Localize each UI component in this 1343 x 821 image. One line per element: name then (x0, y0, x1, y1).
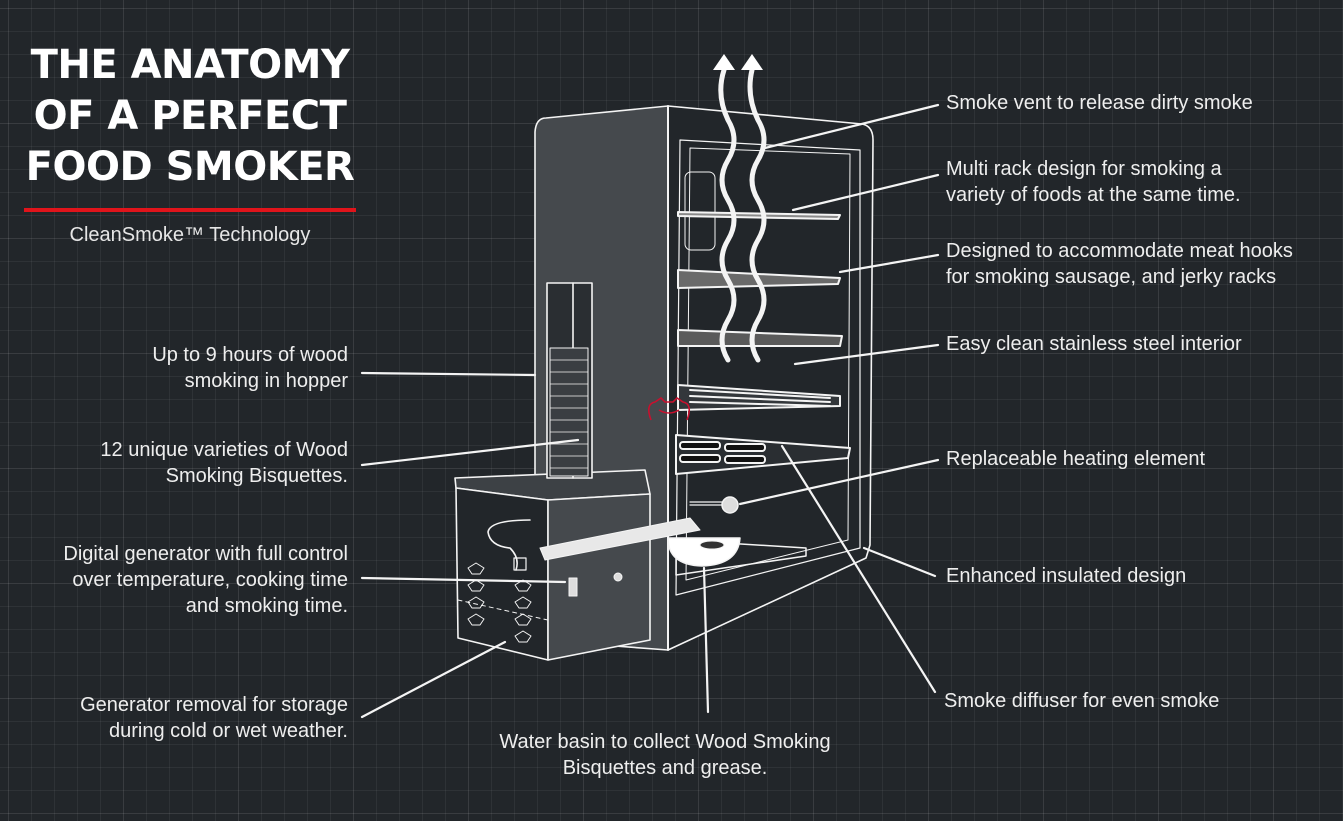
callout-diffuser: Smoke diffuser for even smoke (944, 690, 1220, 712)
callout-generator: Digital generator with full control over… (63, 543, 348, 617)
leader-bisquettes (360, 438, 580, 467)
cabinet-front-frame (667, 105, 874, 651)
callout-heating: Replaceable heating element (946, 448, 1206, 470)
leader-vent (763, 103, 940, 150)
smoke-arrow-head-2 (741, 54, 763, 70)
title-divider (24, 208, 356, 212)
leader-generator (360, 576, 567, 584)
page-title: THE ANATOMY OF A PERFECT FOOD SMOKER (24, 40, 356, 193)
callout-multirack: Multi rack design for smoking a variety … (946, 158, 1241, 206)
smoke-up-arrows (718, 67, 767, 363)
red-cat-logo-icon (647, 396, 691, 421)
rack-4 (677, 384, 841, 411)
hopper-tube (546, 282, 593, 479)
callout-basin: Water basin to collect Wood Smoking Bisq… (499, 731, 831, 779)
callout-removal: Generator removal for storage during col… (80, 694, 348, 742)
title-line-1: THE ANATOMY (30, 42, 350, 88)
drip-tray (675, 539, 807, 576)
callout-hopper: Up to 9 hours of wood smoking in hopper (152, 344, 348, 392)
callout-hooks: Designed to accommodate meat hooks for s… (946, 240, 1293, 288)
title-line-3: FOOD SMOKER (25, 144, 355, 190)
callout-bisquettes: 12 unique varieties of Wood Smoking Bisq… (100, 439, 348, 487)
title-line-2: OF A PERFECT (33, 93, 347, 139)
leader-multirack (791, 173, 940, 212)
leader-insulated (862, 546, 937, 578)
leader-heating (738, 458, 940, 506)
leader-lines (360, 103, 940, 719)
smoke-arrow-head-1 (713, 54, 735, 70)
heating-element (721, 496, 739, 514)
subtitle: CleanSmoke™ Technology (69, 224, 311, 246)
smoke-diffuser-tray (675, 434, 851, 475)
rack-1 (677, 211, 841, 220)
leader-diffuser (780, 444, 937, 694)
callout-vent: Smoke vent to release dirty smoke (946, 92, 1253, 114)
callout-insulated: Enhanced insulated design (946, 565, 1187, 587)
rack-3 (677, 329, 843, 347)
leader-basin (702, 566, 710, 714)
leader-hopper (360, 371, 537, 377)
leader-interior (793, 343, 940, 366)
callout-interior: Easy clean stainless steel interior (946, 333, 1242, 355)
leader-removal (360, 640, 507, 719)
smoke-generator (454, 469, 701, 661)
leader-hooks (838, 253, 940, 274)
